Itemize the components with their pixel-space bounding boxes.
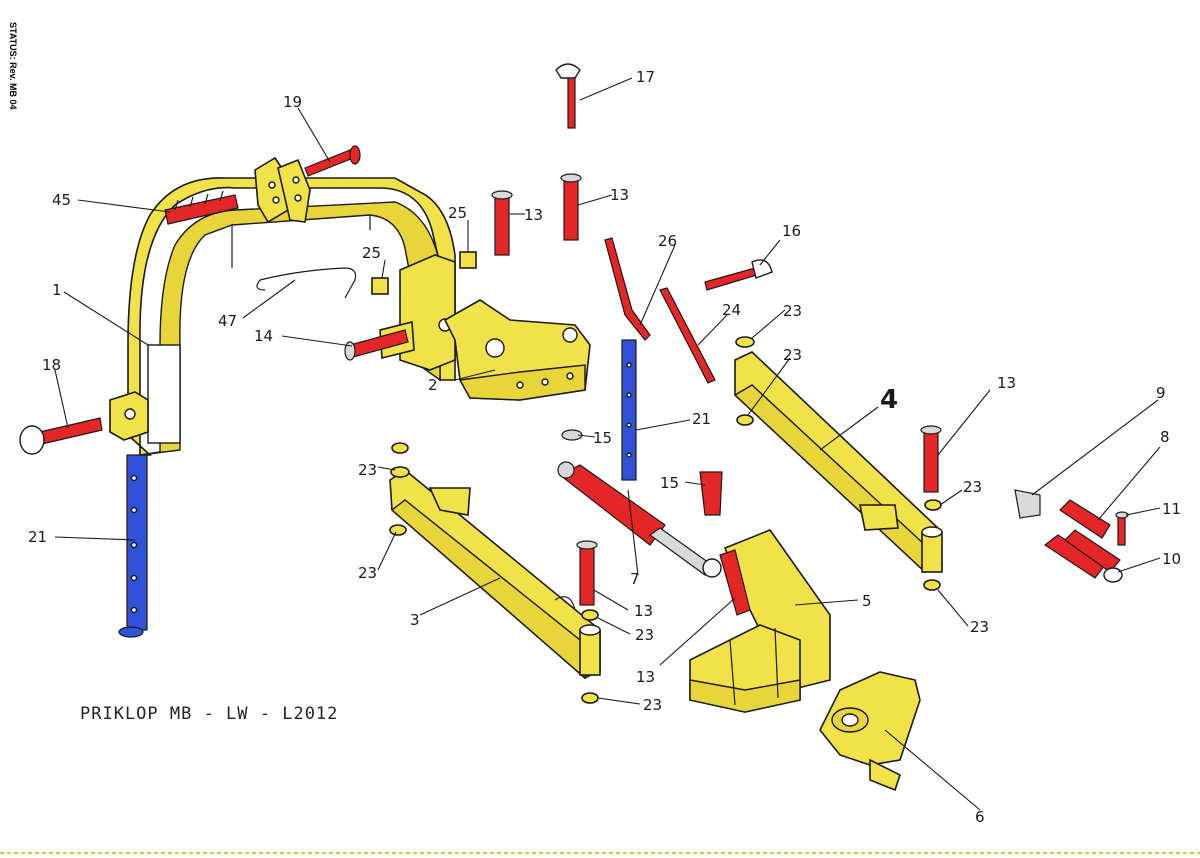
callout-8: 8 <box>1160 428 1170 446</box>
callout-1: 1 <box>52 281 62 299</box>
callout-21b: 21 <box>692 410 711 428</box>
part-5-slide-housing <box>689 529 831 713</box>
part-3-lower-arm <box>389 469 601 680</box>
part-4-upper-arm <box>733 351 943 574</box>
callout-3: 3 <box>410 611 420 629</box>
part-21-blue-bars <box>118 339 637 638</box>
callout-13d: 13 <box>634 602 653 620</box>
callout-15a: 15 <box>593 429 612 447</box>
callout-47: 47 <box>218 312 237 330</box>
callout-10: 10 <box>1162 550 1181 568</box>
callout-23f: 23 <box>643 696 662 714</box>
callout-14: 14 <box>254 327 273 345</box>
callout-26: 26 <box>658 232 677 250</box>
part-23-washers <box>389 336 942 704</box>
callout-numbers: 1 2 3 4 5 6 7 8 9 10 11 13 13 13 13 13 1… <box>28 68 1181 826</box>
callout-6: 6 <box>975 808 985 826</box>
frame-side-bracket <box>379 254 456 371</box>
callout-45: 45 <box>52 191 71 209</box>
callout-9: 9 <box>1156 384 1166 402</box>
status-revision-label: STATUS: Rev. MB 04 <box>8 22 18 110</box>
callout-25b: 25 <box>362 244 381 262</box>
callout-7: 7 <box>630 570 640 588</box>
callout-23d: 23 <box>358 564 377 582</box>
callout-23g: 23 <box>963 478 982 496</box>
part-7-hydraulic-cylinder <box>557 461 722 578</box>
callout-23b: 23 <box>783 346 802 364</box>
callout-2: 2 <box>428 376 438 394</box>
callout-16: 16 <box>782 222 801 240</box>
leader-lines <box>54 77 1161 811</box>
part-1-arch-frame <box>109 156 456 456</box>
red-pins-group <box>19 63 1129 616</box>
callout-23a: 23 <box>783 302 802 320</box>
callout-23c: 23 <box>358 461 377 479</box>
callout-24: 24 <box>722 301 741 319</box>
callout-11: 11 <box>1162 500 1181 518</box>
callout-17: 17 <box>636 68 655 86</box>
callout-13c: 13 <box>997 374 1016 392</box>
callout-21a: 21 <box>28 528 47 546</box>
callout-23h: 23 <box>970 618 989 636</box>
part-2-bracket <box>443 299 591 401</box>
part-6-pivot-bracket <box>819 671 921 792</box>
callout-15b: 15 <box>660 474 679 492</box>
diagram-title: PRIKLOP MB - LW - L2012 <box>80 704 339 724</box>
callout-18: 18 <box>42 356 61 374</box>
callout-13e: 13 <box>636 668 655 686</box>
callout-13b: 13 <box>610 186 629 204</box>
callout-4: 4 <box>880 385 898 415</box>
callout-19: 19 <box>283 93 302 111</box>
callout-23e: 23 <box>635 626 654 644</box>
callout-5: 5 <box>862 592 872 610</box>
callout-25a: 25 <box>448 204 467 222</box>
callout-13a: 13 <box>524 206 543 224</box>
